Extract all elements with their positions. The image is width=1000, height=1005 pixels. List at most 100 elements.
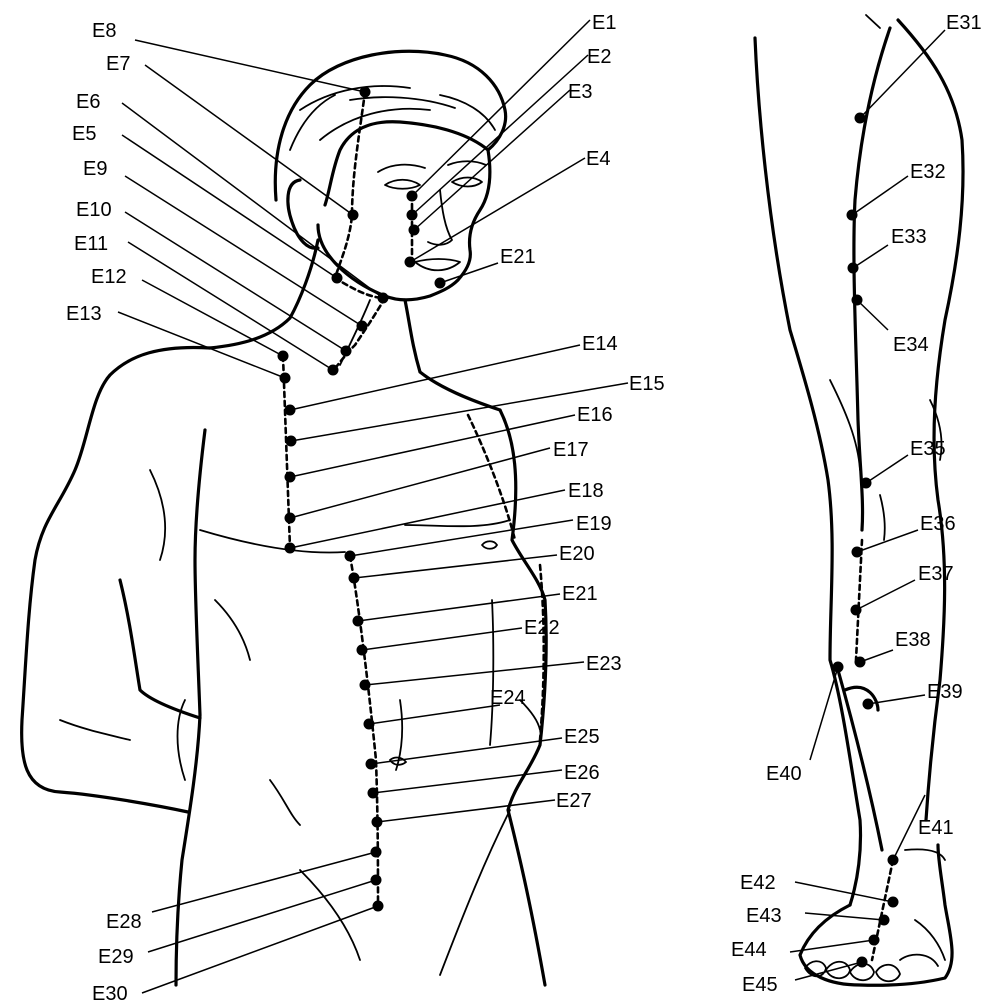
- acupoint-dot-e37: [851, 605, 862, 616]
- point-label-e10: E10: [76, 199, 112, 221]
- point-label-e11: E11: [74, 233, 108, 255]
- point-label-e13: E13: [66, 303, 102, 325]
- acupoint-dot-e23: [360, 680, 371, 691]
- acupoint-dot-e45: [857, 957, 868, 968]
- leader-line-e27: [377, 800, 555, 822]
- point-label-e3: E3: [568, 81, 592, 103]
- leader-line-e2: [412, 55, 588, 215]
- brow-left: [378, 165, 425, 172]
- point-label-e45: E45: [742, 974, 778, 996]
- acupoint-dot-e24: [364, 719, 375, 730]
- point-label-e35: E35: [910, 438, 946, 460]
- leader-line-e7: [145, 65, 353, 215]
- acupoint-dot-e30: [373, 901, 384, 912]
- leader-line-e13: [118, 312, 285, 378]
- acupoint-dot-e4: [405, 257, 416, 268]
- arm-muscle-lines: [60, 470, 185, 780]
- torso-figure: [22, 51, 547, 985]
- lower-leg-meridian: [856, 540, 862, 660]
- acupoint-dot-e5: [332, 273, 343, 284]
- leader-line-e5: [122, 135, 337, 278]
- face-outline: [318, 150, 490, 300]
- acupoint-dot-e8: [360, 87, 371, 98]
- acupoint-dot-e9: [357, 321, 368, 332]
- acupoint-dot-e42: [888, 897, 899, 908]
- point-label-e17: E17: [553, 439, 589, 461]
- point-label-e2: E2: [587, 46, 611, 68]
- leader-line-e14: [290, 345, 580, 410]
- point-label-e33: E33: [891, 226, 927, 248]
- acupoint-dot-e2: [407, 210, 418, 221]
- point-label-e30: E30: [92, 983, 128, 1005]
- point-label-e36: E36: [920, 513, 956, 535]
- acupoint-dot-e27: [372, 817, 383, 828]
- point-label-e34: E34: [893, 334, 929, 356]
- point-label-e31: E31: [946, 12, 982, 34]
- leader-line-e40: [810, 667, 838, 760]
- acupoint-dot-e39: [863, 699, 874, 710]
- point-label-e8: E8: [92, 20, 116, 42]
- point-label-e24: E24: [490, 687, 526, 709]
- acupoint-dot-e1: [407, 191, 418, 202]
- acupoint-dot-e14: [285, 405, 296, 416]
- point-labels: E1E2E3E4E5E6E7E8E9E10E11E12E13E14E15E16E…: [66, 12, 982, 1005]
- acupoint-dot-e19: [345, 551, 356, 562]
- acupoint-dot-e11: [328, 365, 339, 376]
- leader-line-e3: [414, 90, 570, 230]
- leader-line-e32: [852, 176, 908, 215]
- point-label-e1: E1: [592, 12, 616, 34]
- rib-lines: [215, 600, 300, 825]
- leader-line-e31: [860, 30, 945, 118]
- point-label-e19: E19: [576, 513, 612, 535]
- leader-line-e36: [857, 530, 918, 552]
- acupoint-dot-e17: [285, 513, 296, 524]
- leader-line-e24: [369, 705, 500, 724]
- point-label-e14: E14: [582, 333, 618, 355]
- point-label-e12: E12: [91, 266, 127, 288]
- leader-line-e42: [795, 882, 893, 902]
- acupoint-dot-e40: [833, 662, 844, 673]
- point-label-e27: E27: [556, 790, 592, 812]
- point-label-e37: E37: [918, 563, 954, 585]
- acupoint-dot-e7: [348, 210, 359, 221]
- leader-line-e1: [412, 20, 590, 196]
- leader-line-e17: [290, 448, 550, 518]
- left-arm-outline: [22, 347, 210, 812]
- point-label-e18: E18: [568, 480, 604, 502]
- neck-meridian: [332, 298, 385, 372]
- acupoint-dot-e25: [366, 759, 377, 770]
- leader-line-e6: [122, 103, 383, 298]
- pectoral-line: [200, 520, 510, 553]
- point-label-e44: E44: [731, 939, 767, 961]
- leader-line-e12: [142, 280, 283, 356]
- leader-line-e23: [365, 662, 584, 685]
- acupoint-dot-e13: [280, 373, 291, 384]
- point-label-e42: E42: [740, 872, 776, 894]
- point-label-e40: E40: [766, 763, 802, 785]
- leader-line-e16: [290, 415, 575, 477]
- neck-right: [405, 300, 500, 410]
- acupoint-dot-e32: [847, 210, 858, 221]
- point-label-e43: E43: [746, 905, 782, 927]
- acupoint-dot-e33: [848, 263, 859, 274]
- point-label-e21a: E21: [500, 246, 536, 268]
- point-label-e25: E25: [564, 726, 600, 748]
- acupoint-dot-e28: [371, 847, 382, 858]
- leader-line-e26: [373, 770, 562, 793]
- acupoint-dot-e10: [341, 346, 352, 357]
- acupoint-dot-e36: [852, 547, 863, 558]
- acupoint-dot-e26: [368, 788, 379, 799]
- leader-line-e29: [148, 880, 376, 952]
- point-label-e4: E4: [586, 148, 610, 170]
- leader-line-e37: [856, 580, 915, 610]
- point-label-e26: E26: [564, 762, 600, 784]
- point-label-e7: E7: [106, 53, 130, 75]
- point-label-e32: E32: [910, 161, 946, 183]
- acupoint-dot-e21b: [353, 616, 364, 627]
- leg-meridian-line: [854, 28, 890, 530]
- neck-left: [210, 240, 318, 348]
- leader-lines: [118, 20, 945, 993]
- point-label-e6: E6: [76, 91, 100, 113]
